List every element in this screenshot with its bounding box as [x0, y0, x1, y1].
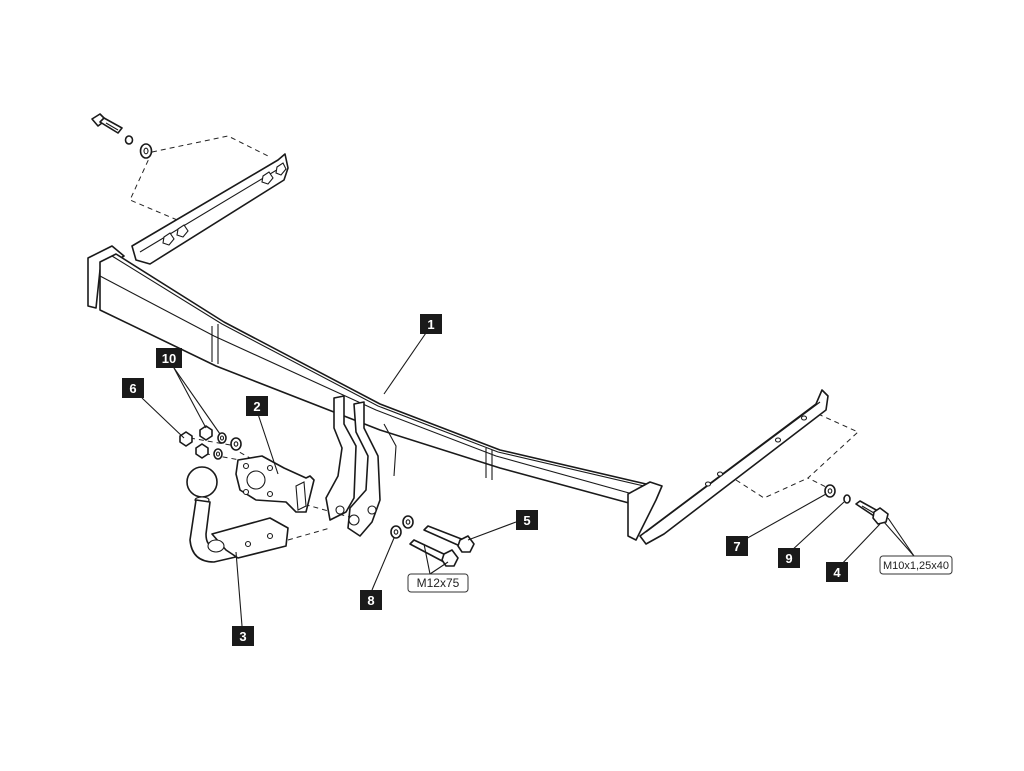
callout-9-label: 9: [785, 551, 792, 566]
callout-10: 10: [156, 348, 182, 368]
callout-6: 6: [122, 378, 144, 398]
dimension-m10-label: M10x1,25x40: [883, 560, 949, 572]
callout-1-label: 1: [427, 317, 434, 332]
center-bolts: [390, 515, 475, 567]
callout-4: 4: [826, 562, 848, 582]
callout-10-label: 10: [162, 351, 176, 366]
callout-8: 8: [360, 590, 382, 610]
callout-5-label: 5: [523, 513, 530, 528]
socket-fasteners: [179, 425, 242, 461]
callout-2: 2: [246, 396, 268, 416]
left-bracket: [129, 135, 289, 265]
callout-8-label: 8: [367, 593, 374, 608]
right-fasteners: [824, 484, 889, 525]
callout-7: 7: [726, 536, 748, 556]
callout-6-label: 6: [129, 381, 136, 396]
right-bracket: [639, 389, 859, 545]
dimension-m10: M10x1,25x40: [879, 555, 953, 575]
callout-1: 1: [420, 314, 442, 334]
callout-3-label: 3: [239, 629, 246, 644]
callout-5: 5: [516, 510, 538, 530]
main-crossbar: [87, 245, 663, 541]
callout-3: 3: [232, 626, 254, 646]
callout-7-label: 7: [733, 539, 740, 554]
socket-plate: [231, 447, 315, 513]
tow-ball: [186, 466, 331, 563]
dimension-m12-label: M12x75: [417, 576, 460, 590]
callout-leaders: [141, 329, 915, 627]
callout-9: 9: [778, 548, 800, 568]
dimension-m12: M12x75: [407, 573, 469, 593]
callout-4-label: 4: [833, 565, 841, 580]
left-bracket-bolt: [91, 113, 153, 159]
callout-2-label: 2: [253, 399, 260, 414]
